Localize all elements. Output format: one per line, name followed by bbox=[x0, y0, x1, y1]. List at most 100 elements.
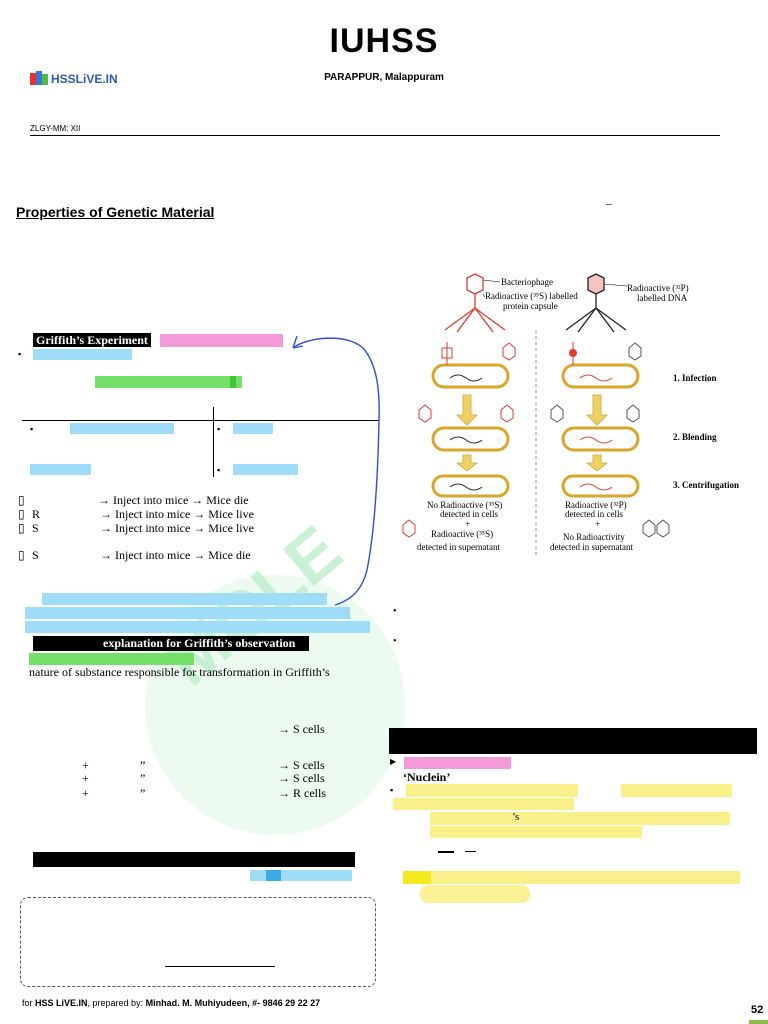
experiment-row: ▯ S → Inject into mice → Mice die bbox=[18, 548, 378, 562]
row-result: → Inject into mice → Mice die bbox=[100, 548, 251, 562]
result-quote: ” bbox=[140, 758, 146, 772]
row-symbol: ▯ bbox=[18, 521, 25, 535]
hershey-chase-diagram: Bacteriophage Radioactive (³⁵S) labelled… bbox=[402, 273, 739, 555]
underline bbox=[165, 966, 275, 967]
table-column-divider bbox=[213, 407, 214, 477]
row-strain: S bbox=[32, 548, 39, 562]
result-row: → R cells bbox=[278, 786, 326, 800]
step-blending: 2. Blending bbox=[673, 432, 717, 442]
page-title: IUHSS bbox=[329, 22, 439, 60]
black-bar bbox=[33, 852, 355, 867]
logo-text: HSSLiVE.IN bbox=[51, 72, 118, 86]
left-result-1: No Radioactive (³⁵S) bbox=[427, 500, 502, 510]
footer-brand: HSS LiVE.IN bbox=[35, 998, 88, 1008]
bullet: • bbox=[393, 636, 397, 647]
highlight-yellow bbox=[430, 812, 730, 825]
black-bar bbox=[389, 728, 757, 754]
row-result: → Inject into mice → Mice live bbox=[100, 507, 254, 521]
page-number: 52 bbox=[751, 1004, 764, 1016]
result-row: → S cells bbox=[278, 758, 325, 772]
experiment-row: ▯ R → Inject into mice → Mice live bbox=[18, 507, 378, 521]
row-symbol: ▯ bbox=[18, 548, 25, 562]
highlight-pink bbox=[404, 757, 511, 769]
bullet: ▪ bbox=[18, 349, 22, 359]
cell bbox=[561, 426, 640, 452]
explanation-title: explanation for Griffith’s observation bbox=[103, 636, 296, 650]
label-left: Radioactive (³⁵S) labelled bbox=[485, 291, 578, 301]
section-dash: – bbox=[606, 196, 612, 210]
result-row: → S cells bbox=[278, 771, 325, 785]
logo-icon bbox=[30, 71, 48, 87]
bullet: ▪ bbox=[217, 424, 221, 434]
right-result-1: Radioactive (³²P) bbox=[565, 500, 627, 510]
highlight-blue bbox=[70, 423, 174, 434]
bullet: ▪ bbox=[30, 424, 34, 434]
highlight-blue bbox=[30, 464, 91, 475]
right-result-3: No Radioactivity bbox=[563, 532, 625, 542]
footer-author: Minhad. M. Muhiyudeen, #- 9846 29 22 27 bbox=[145, 998, 321, 1008]
handdrawn-arrow bbox=[292, 335, 380, 606]
experiment-row: ▯ → Inject into mice → Mice die bbox=[18, 493, 378, 507]
row-result: → Inject into mice → Mice live bbox=[100, 521, 254, 535]
header-divider bbox=[30, 135, 720, 136]
highlight-yellow bbox=[621, 784, 732, 797]
nature-text: nature of substance responsible for tran… bbox=[29, 665, 330, 679]
highlight-blue bbox=[42, 593, 327, 605]
footer-text: for HSS LiVE.IN, prepared by: Minhad. M.… bbox=[22, 998, 320, 1008]
nuclein-text: ‘Nuclein’ bbox=[403, 770, 451, 784]
bullet: ▪ bbox=[217, 465, 221, 475]
highlight-green-dark bbox=[230, 376, 236, 388]
result-quote: ” bbox=[140, 771, 146, 785]
explanation-title-bar bbox=[33, 636, 309, 651]
step-centrifugation: 3. Centrifugation bbox=[673, 480, 739, 490]
bullet: ▪ bbox=[390, 785, 394, 795]
highlight-yellow bbox=[393, 798, 574, 810]
highlight-blue bbox=[233, 464, 298, 475]
highlight-blue bbox=[33, 349, 132, 360]
page-subtitle: PARAPPUR, Malappuram bbox=[324, 72, 444, 83]
result-plus: + bbox=[82, 758, 89, 772]
row-strain: R bbox=[32, 507, 41, 521]
highlight-blue bbox=[25, 607, 350, 619]
highlight-yellow bbox=[420, 885, 530, 903]
highlight-yellow bbox=[430, 826, 642, 838]
label-right-2: labelled DNA bbox=[637, 293, 688, 303]
right-result-2: detected in cells bbox=[565, 509, 623, 519]
step-infection: 1. Infection bbox=[673, 373, 717, 383]
highlight-blue bbox=[25, 621, 370, 633]
row-strain: S bbox=[32, 521, 39, 535]
footer-prefix: for bbox=[22, 998, 36, 1008]
left-result-3: Radioactive (³⁵S) bbox=[431, 529, 493, 539]
result-quote: ” bbox=[140, 786, 146, 800]
highlight-blue bbox=[250, 870, 352, 881]
left-plus: + bbox=[465, 519, 470, 529]
cell bbox=[431, 426, 510, 452]
dashed-box bbox=[20, 897, 376, 987]
result-plus: + bbox=[82, 786, 89, 800]
label-bacteriophage: Bacteriophage bbox=[501, 277, 553, 287]
highlight-yellow-strong bbox=[403, 871, 431, 884]
course-code: ZLGY-MM: XII bbox=[30, 124, 81, 133]
phage-right bbox=[565, 273, 627, 333]
result-plus: + bbox=[82, 771, 89, 785]
dash-mark bbox=[465, 851, 476, 852]
apostrophe-s: ’s bbox=[512, 811, 520, 823]
cell bbox=[431, 363, 510, 389]
bullet: • bbox=[393, 606, 397, 617]
table-rule bbox=[22, 420, 379, 421]
row-symbol: ▯ bbox=[18, 493, 25, 507]
dash-mark bbox=[438, 851, 454, 853]
highlight-pink bbox=[160, 334, 283, 347]
left-result-4: detected in supernatant bbox=[417, 542, 500, 552]
row-result: → Inject into mice → Mice die bbox=[98, 493, 249, 507]
label-left-2: protein capsule bbox=[503, 301, 558, 311]
cell bbox=[431, 474, 510, 498]
highlight-yellow bbox=[406, 784, 578, 797]
phage-left bbox=[444, 273, 506, 333]
cell bbox=[561, 363, 640, 389]
experiment-row: ▯ S → Inject into mice → Mice live bbox=[18, 521, 378, 548]
highlight-green bbox=[95, 376, 242, 388]
row-symbol: ▯ bbox=[18, 507, 25, 521]
highlight-yellow bbox=[403, 871, 740, 884]
cell bbox=[561, 474, 640, 498]
